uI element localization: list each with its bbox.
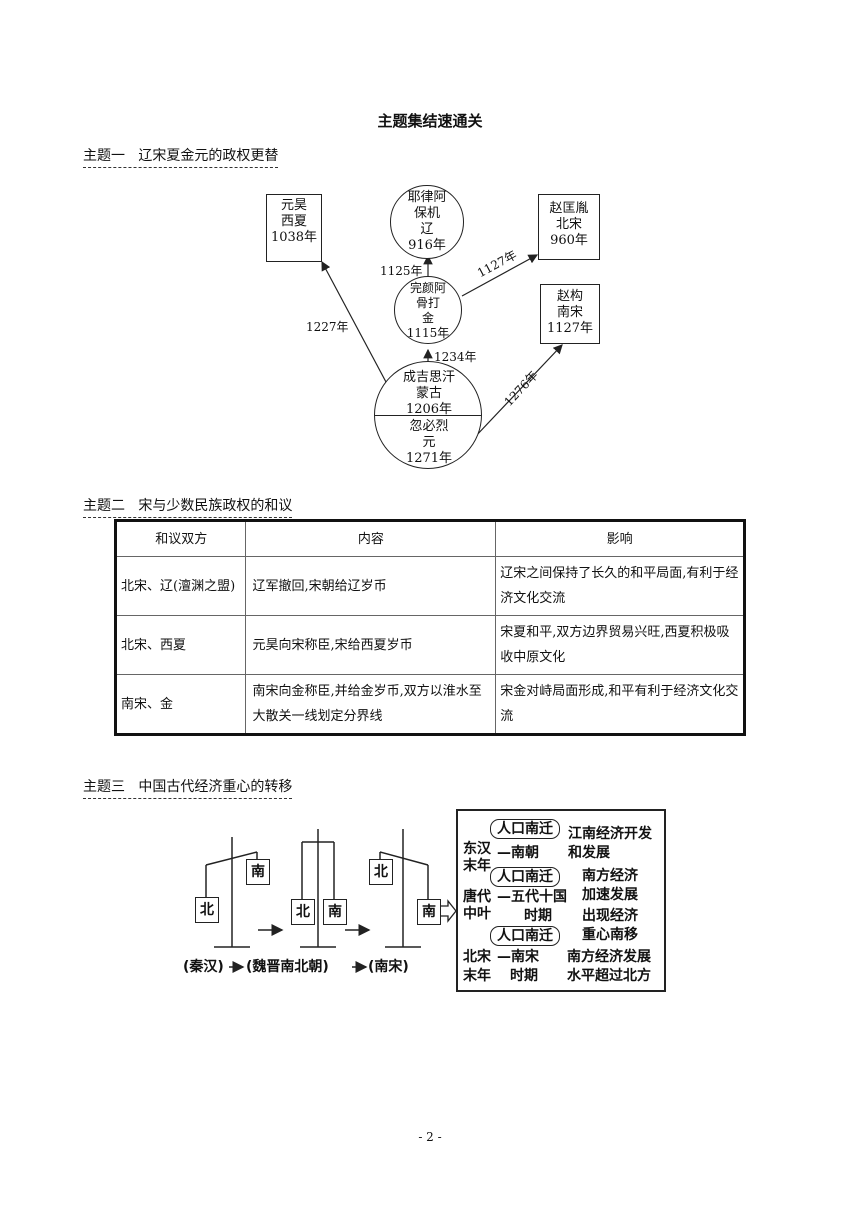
label-1125: 1125年 bbox=[380, 264, 423, 278]
section-heading-3: 主题三 中国古代经济重心的转移 bbox=[83, 776, 293, 799]
yuan-year: 1271年 bbox=[405, 451, 453, 466]
header-parties: 和议双方 bbox=[114, 520, 247, 557]
block-arrow bbox=[439, 899, 457, 923]
migration-bubble-3: 人口南迁 bbox=[490, 926, 560, 946]
page-number: - 2 - bbox=[418, 1130, 442, 1144]
south-weight-3: 南 bbox=[417, 899, 441, 925]
row2-result-2: 加速发展 bbox=[582, 887, 638, 903]
south-weight-2: 南 bbox=[323, 899, 347, 925]
north-weight-1: 北 bbox=[195, 897, 219, 923]
row1-result-1: 江南经济开发 bbox=[568, 826, 652, 842]
cell-content: 元昊向宋称臣,宋给西夏岁币 bbox=[245, 615, 497, 675]
arrow-1276 bbox=[473, 344, 563, 439]
table-row: 北宋、西夏 元昊向宋称臣,宋给西夏岁币 宋夏和平,双方边界贸易兴旺,西夏积极吸收… bbox=[114, 615, 745, 675]
circle-mongol-yuan: 成吉思汗 蒙古 1206年 忽必烈 元 1271年 bbox=[374, 361, 482, 469]
yuan-half: 忽必烈 元 1271年 bbox=[375, 419, 481, 467]
arrow-1227 bbox=[321, 260, 387, 383]
northern-song-year: 960年 bbox=[550, 233, 588, 248]
row2-dash2: 时期 bbox=[524, 908, 552, 924]
mongol-half: 成吉思汗 蒙古 1206年 bbox=[375, 370, 481, 418]
jin-founder-1: 完颜阿 bbox=[409, 281, 446, 295]
southern-song-year: 1127年 bbox=[546, 321, 594, 336]
yuan-founder: 忽必烈 bbox=[409, 419, 449, 434]
box-southern-song: 赵构 南宋 1127年 bbox=[540, 284, 600, 344]
north-weight-3: 北 bbox=[369, 859, 393, 885]
row3-period-b: 末年 bbox=[463, 968, 491, 984]
row3-dash2: 时期 bbox=[510, 968, 538, 984]
jin-regime: 金 bbox=[421, 311, 434, 325]
row1-period-b: 末年 bbox=[463, 858, 491, 874]
box-xixia: 元昊 西夏 1038年 bbox=[266, 194, 322, 262]
row2-result-4: 重心南移 bbox=[582, 927, 638, 943]
row3-result-2: 水平超过北方 bbox=[567, 968, 651, 984]
caption-southern-song: (南宋) bbox=[368, 959, 409, 975]
migration-bubble-1: 人口南迁 bbox=[490, 819, 560, 839]
row2-dash: —五代十国 bbox=[497, 889, 567, 905]
caption-weijin: (魏晋南北朝) bbox=[246, 959, 329, 975]
migration-bubble-2: 人口南迁 bbox=[490, 867, 560, 887]
liao-year: 916年 bbox=[408, 238, 446, 253]
xixia-founder: 元昊 bbox=[280, 198, 307, 213]
south-weight-1: 南 bbox=[246, 859, 270, 885]
row1-dash: —南朝 bbox=[497, 845, 539, 861]
southern-song-founder: 赵构 bbox=[556, 289, 583, 304]
label-1234: 1234年 bbox=[434, 350, 477, 364]
cell-content: 辽军撤回,宋朝给辽岁币 bbox=[245, 556, 497, 616]
scale-drawings bbox=[205, 809, 666, 992]
cell-parties: 北宋、辽(澶渊之盟) bbox=[114, 556, 247, 616]
table-row: 北宋、辽(澶渊之盟) 辽军撤回,宋朝给辽岁币 辽宋之间保持了长久的和平局面,有利… bbox=[114, 556, 745, 616]
north-weight-2: 北 bbox=[291, 899, 315, 925]
mongol-founder: 成吉思汗 bbox=[402, 370, 455, 385]
row2-period-a: 唐代 bbox=[463, 889, 491, 905]
label-1227: 1227年 bbox=[306, 320, 349, 334]
box-northern-song: 赵匡胤 北宋 960年 bbox=[538, 194, 600, 260]
northern-song-founder: 赵匡胤 bbox=[549, 201, 589, 216]
circle-jin: 完颜阿 骨打 金 1115年 bbox=[394, 276, 462, 344]
cell-impact: 宋金对峙局面形成,和平有利于经济文化交流 bbox=[495, 674, 745, 735]
xixia-year: 1038年 bbox=[270, 230, 318, 245]
table-header-row: 和议双方 内容 影响 bbox=[114, 520, 745, 557]
peace-treaty-table: 和议双方 内容 影响 北宋、辽(澶渊之盟) 辽军撤回,宋朝给辽岁币 辽宋之间保持… bbox=[114, 519, 746, 736]
mongol-regime: 蒙古 bbox=[415, 386, 442, 401]
row1-result-2: 和发展 bbox=[568, 845, 610, 861]
row2-period-b: 中叶 bbox=[463, 906, 491, 922]
row3-dash: —南宋 bbox=[497, 949, 539, 965]
northern-song-regime: 北宋 bbox=[555, 217, 582, 232]
liao-founder-2: 保机 bbox=[413, 206, 440, 221]
page-title: 主题集结速通关 bbox=[377, 112, 483, 130]
liao-regime: 辽 bbox=[420, 222, 434, 237]
circle-liao: 耶律阿 保机 辽 916年 bbox=[390, 185, 464, 259]
regime-arrows bbox=[321, 254, 563, 439]
circle-divider bbox=[375, 415, 481, 416]
section-heading-1: 主题一 辽宋夏金元的政权更替 bbox=[83, 145, 279, 168]
caption-qinhan: (秦汉) bbox=[183, 959, 224, 975]
southern-song-regime: 南宋 bbox=[556, 305, 583, 320]
row2-result-1: 南方经济 bbox=[582, 868, 638, 884]
row3-period-a: 北宋 bbox=[463, 949, 491, 965]
row1-period-a: 东汉 bbox=[463, 841, 491, 857]
table-row: 南宋、金 南宋向金称臣,并给金岁币,双方以淮水至大散关一线划定分界线 宋金对峙局… bbox=[114, 674, 745, 735]
cell-impact: 辽宋之间保持了长久的和平局面,有利于经济文化交流 bbox=[495, 556, 745, 616]
row3-result-1: 南方经济发展 bbox=[567, 949, 651, 965]
cell-parties: 南宋、金 bbox=[114, 674, 247, 735]
mongol-year: 1206年 bbox=[405, 402, 453, 417]
jin-founder-2: 骨打 bbox=[415, 296, 440, 310]
jin-year: 1115年 bbox=[406, 326, 450, 340]
yuan-regime: 元 bbox=[422, 435, 436, 450]
arrow-1127 bbox=[461, 254, 539, 297]
cell-content: 南宋向金称臣,并给金岁币,双方以淮水至大散关一线划定分界线 bbox=[245, 674, 497, 735]
row2-result-3: 出现经济 bbox=[582, 908, 638, 924]
xixia-regime: 西夏 bbox=[280, 214, 307, 229]
liao-founder-1: 耶律阿 bbox=[407, 190, 447, 205]
section-heading-2: 主题二 宋与少数民族政权的和议 bbox=[83, 495, 293, 518]
cell-impact: 宋夏和平,双方边界贸易兴旺,西夏积极吸收中原文化 bbox=[495, 615, 745, 675]
